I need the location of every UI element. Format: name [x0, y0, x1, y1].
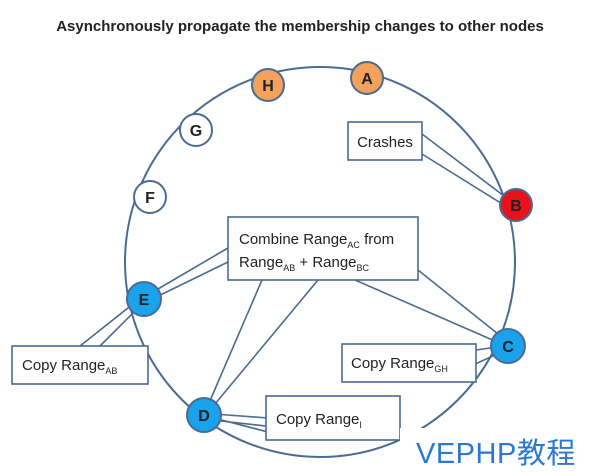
ring-nodes: A H G F B E C [126, 61, 533, 433]
node-h[interactable]: H [251, 68, 285, 102]
line-crashes-b-1 [421, 133, 513, 203]
node-g[interactable]: G [179, 113, 213, 147]
combine-line2-b-sub: BC [357, 263, 370, 273]
copy-gh-box [341, 343, 477, 383]
line-copyd-d-1 [213, 413, 269, 419]
line-combine-d-1 [205, 279, 263, 411]
combine-line1-tail: from [360, 231, 394, 248]
diagram-title: Asynchronously propagate the membership … [56, 18, 544, 35]
watermark-text: VEPHP教程 [416, 438, 576, 470]
line-combine-d-2 [209, 279, 319, 411]
node-b-label: B [510, 198, 522, 215]
node-b[interactable]: B [499, 188, 533, 222]
node-d-circle [186, 397, 222, 433]
copy-ab-sub: AB [105, 366, 117, 376]
node-h-circle [251, 68, 285, 102]
watermark: VEPHP教程 [400, 428, 600, 473]
node-a-label: A [361, 71, 373, 88]
node-d[interactable]: D [186, 397, 222, 433]
crashes-label: Crashes [357, 134, 413, 151]
copy-ab-label: Copy RangeAB [22, 357, 117, 376]
node-f-circle [133, 180, 167, 214]
copy-gh-label: Copy RangeGH [351, 355, 448, 374]
node-f-label: F [145, 190, 155, 207]
combine-box [227, 216, 419, 281]
node-c[interactable]: C [490, 328, 526, 364]
node-a-circle [350, 61, 384, 95]
copy-ab-box [11, 345, 149, 385]
node-g-circle [179, 113, 213, 147]
node-d-label: D [198, 408, 210, 425]
node-e[interactable]: E [126, 281, 162, 317]
node-a[interactable]: A [350, 61, 384, 95]
node-e-circle [126, 281, 162, 317]
line-combine-c-2 [417, 269, 509, 343]
combine-line1-main: Combine Range [239, 231, 347, 248]
copy-d-main: Copy Range [276, 411, 359, 428]
node-g-label: G [190, 123, 202, 140]
copy-d-sub: I [359, 420, 362, 430]
node-b-circle [499, 188, 533, 222]
line-copyd-d-2 [213, 417, 269, 433]
ring-circle [124, 66, 516, 458]
combine-line2-plus: + Range [295, 254, 356, 271]
combine-line1-sub: AC [347, 240, 360, 250]
node-f[interactable]: F [133, 180, 167, 214]
node-e-label: E [139, 292, 150, 309]
combine-line2: RangeAB + RangeBC [239, 254, 370, 273]
copy-d-box [265, 395, 401, 441]
node-c-label: C [502, 339, 514, 356]
label-boxes: Crashes Combine RangeAC from RangeAB + R… [11, 121, 477, 441]
copy-d-label: Copy RangeI [276, 411, 362, 430]
line-crashes-b-2 [421, 153, 513, 211]
node-h-label: H [262, 78, 274, 95]
node-c-circle [490, 328, 526, 364]
line-combine-c-1 [354, 279, 505, 346]
copy-ab-main: Copy Range [22, 357, 105, 374]
combine-line2-a: Range [239, 254, 283, 271]
combine-line1: Combine RangeAC from [239, 231, 394, 250]
line-combine-e-1 [145, 247, 229, 297]
copy-gh-sub: GH [434, 364, 448, 374]
copy-gh-main: Copy Range [351, 355, 434, 372]
crashes-box [347, 121, 423, 161]
combine-line2-a-sub: AB [283, 263, 295, 273]
